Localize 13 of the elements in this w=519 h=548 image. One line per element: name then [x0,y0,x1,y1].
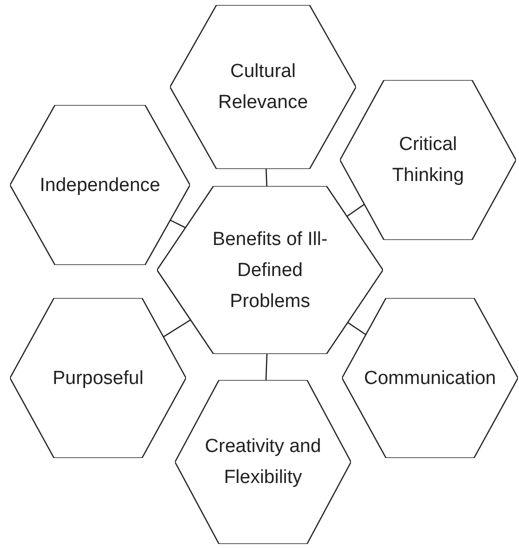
connector-line [346,204,365,217]
connector-line [266,168,268,186]
hexagon-label: Communication [364,366,496,390]
connector-line [163,319,191,338]
hexagon-label: Cultural Relevance [217,60,309,115]
connector-line [170,220,186,228]
hexagon-label: Benefits of Ill-Defined Problems [211,228,329,314]
hexagon-label: Purposeful [52,366,144,390]
connector-line [265,354,268,380]
hexagon-label: Creativity and Flexibility [204,435,322,490]
hexagon-label: Independence [40,174,160,198]
connector-line [347,322,366,336]
hexagon-label: Critical Thinking [391,133,465,188]
